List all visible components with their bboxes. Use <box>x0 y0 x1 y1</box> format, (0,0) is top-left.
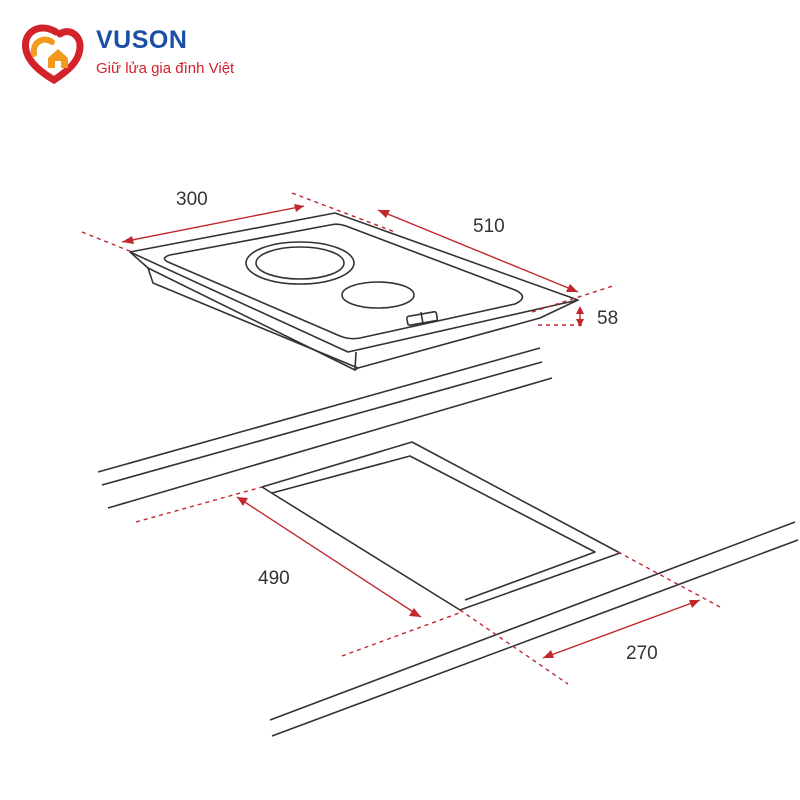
dimension-arrows <box>122 204 700 658</box>
dim-line-300 <box>121 205 305 243</box>
hob-outline <box>129 212 579 371</box>
dim-label-510: 510 <box>473 216 505 237</box>
dimension-lines <box>81 192 721 685</box>
dim-line-490 <box>236 496 422 618</box>
logo-heart-house-icon <box>21 24 84 85</box>
hob-top-surface <box>129 212 579 353</box>
dim-label-270: 270 <box>626 643 658 664</box>
hob-front-edge <box>129 251 357 371</box>
dim-line-510 <box>377 209 579 293</box>
brand-name: VUSON <box>96 26 188 54</box>
dim-label-490: 490 <box>258 568 290 589</box>
dim-label-300: 300 <box>176 189 208 210</box>
countertop <box>97 347 799 737</box>
cutout-inner <box>271 455 596 601</box>
cooking-zone-small-icon <box>341 281 415 309</box>
cutout-outer <box>261 441 621 611</box>
hob-inner-panel <box>163 223 524 340</box>
cutout-outline <box>261 441 621 611</box>
dim-line-270 <box>542 599 701 659</box>
dim-label-58: 58 <box>597 308 618 329</box>
brand-tagline: Giữ lửa gia đình Việt <box>96 60 235 77</box>
vuson-logo: VUSON Giữ lửa gia đình Việt <box>18 18 278 88</box>
cooking-zone-large-icon <box>245 241 355 285</box>
cooking-zones <box>245 241 439 327</box>
